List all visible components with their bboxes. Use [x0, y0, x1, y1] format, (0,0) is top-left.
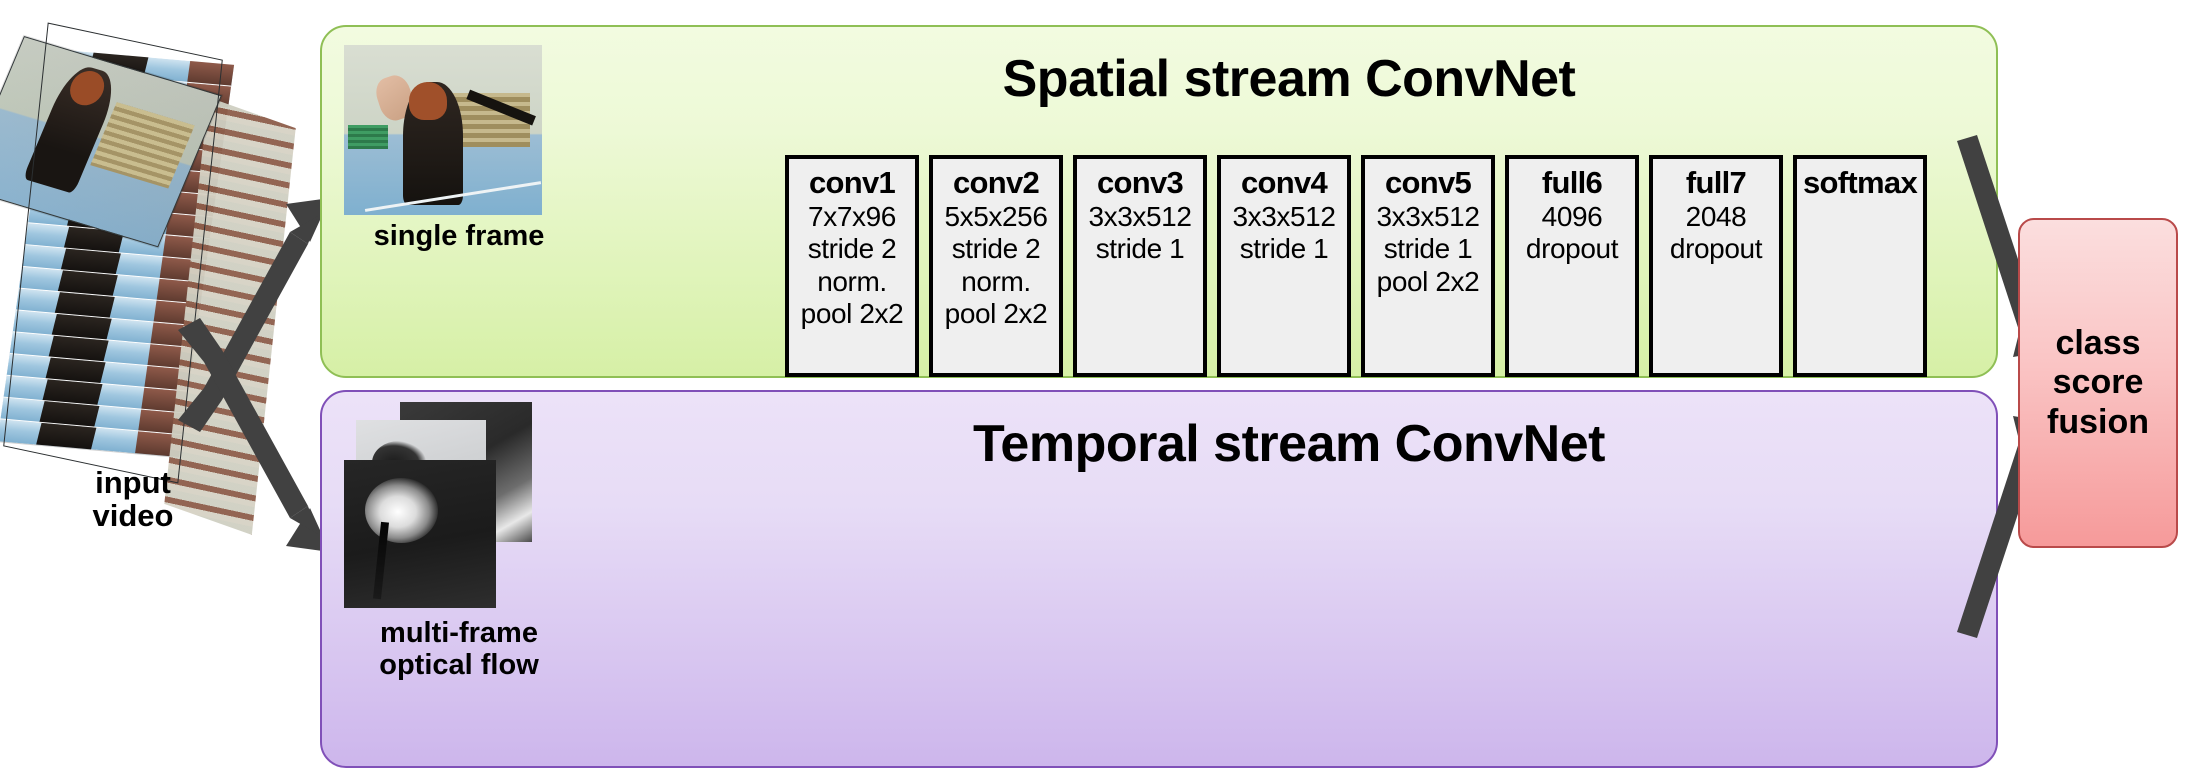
layer-detail: stride 1 [1239, 233, 1329, 265]
layer-detail: stride 1 [1095, 233, 1185, 265]
layer-name: conv5 [1384, 165, 1472, 200]
optical-flow-image-front [344, 460, 496, 608]
layer-name: conv1 [808, 165, 896, 200]
layer-name: softmax [1803, 165, 1918, 200]
input-video-group: input video [0, 14, 296, 654]
layer-box-spatial-full7[interactable]: full7 2048 dropout [1649, 155, 1783, 377]
layer-detail: pool 2x2 [944, 298, 1048, 330]
layer-detail: dropout [1525, 233, 1619, 265]
arrow-video-to-temporal-icon [178, 318, 330, 552]
layer-detail: norm. [961, 265, 1031, 297]
spatial-stream-panel: Spatial stream ConvNet single frame conv… [320, 25, 1998, 378]
layer-box-spatial-conv2[interactable]: conv2 5x5x256 stride 2 norm. pool 2x2 [929, 155, 1063, 377]
spatial-layer-row: conv1 7x7x96 stride 2 norm. pool 2x2 con… [785, 155, 1927, 377]
single-frame-image [344, 45, 542, 215]
layer-box-spatial-softmax[interactable]: softmax [1793, 155, 1927, 377]
layer-box-spatial-full6[interactable]: full6 4096 dropout [1505, 155, 1639, 377]
temporal-stream-panel: Temporal stream ConvNet multi-frame opti… [320, 390, 1998, 768]
layer-name: conv4 [1240, 165, 1328, 200]
layer-name: conv2 [952, 165, 1040, 200]
layer-detail: 7x7x96 [808, 200, 896, 232]
layer-detail: stride 2 [807, 233, 897, 265]
layer-detail: pool 2x2 [800, 298, 904, 330]
single-frame-thumbnail-group: single frame [344, 45, 574, 253]
arrow-video-to-spatial-icon [178, 198, 330, 432]
layer-box-spatial-conv4[interactable]: conv4 3x3x512 stride 1 [1217, 155, 1351, 377]
optical-flow-label: multi-frame optical flow [379, 617, 539, 681]
input-video-label: input video [92, 465, 174, 534]
layer-detail: 2048 [1685, 200, 1747, 232]
layer-box-spatial-conv3[interactable]: conv3 3x3x512 stride 1 [1073, 155, 1207, 377]
layer-detail: 5x5x256 [944, 200, 1048, 232]
layer-detail: 4096 [1541, 200, 1603, 232]
layer-detail: dropout [1669, 233, 1763, 265]
optical-flow-thumbnail-group: multi-frame optical flow [344, 402, 574, 682]
temporal-stream-title: Temporal stream ConvNet [973, 415, 1605, 473]
layer-name: full6 [1541, 165, 1603, 200]
layer-detail: pool 2x2 [1376, 265, 1480, 297]
layer-name: full7 [1685, 165, 1747, 200]
class-score-fusion-box[interactable]: class score fusion [2018, 218, 2178, 548]
layer-detail: 3x3x512 [1232, 200, 1336, 232]
layer-name: conv3 [1096, 165, 1184, 200]
optical-flow-stack [344, 402, 574, 612]
spatial-stream-title: Spatial stream ConvNet [1002, 50, 1576, 108]
class-score-fusion-label: class score fusion [2047, 324, 2149, 441]
layer-detail: norm. [817, 265, 887, 297]
layer-detail: stride 2 [951, 233, 1041, 265]
layer-detail: stride 1 [1383, 233, 1473, 265]
layer-box-spatial-conv5[interactable]: conv5 3x3x512 stride 1 pool 2x2 [1361, 155, 1495, 377]
layer-detail: 3x3x512 [1088, 200, 1192, 232]
layer-box-spatial-conv1[interactable]: conv1 7x7x96 stride 2 norm. pool 2x2 [785, 155, 919, 377]
layer-detail: 3x3x512 [1376, 200, 1480, 232]
single-frame-label: single frame [373, 220, 545, 252]
